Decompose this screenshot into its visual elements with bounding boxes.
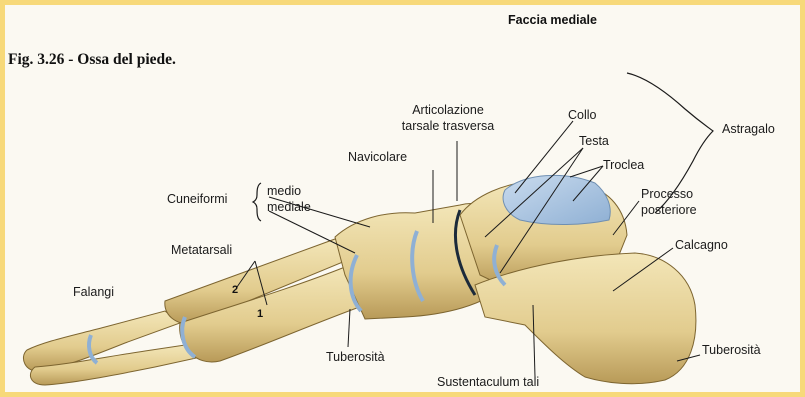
label-metatarsal-number-2: 2 <box>232 284 238 296</box>
label-metatarsal-number-1: 1 <box>257 308 263 320</box>
view-title: Faccia mediale <box>508 13 597 27</box>
figure-caption: Fig. 3.26 - Ossa del piede. <box>8 51 176 69</box>
label-collo: Collo <box>568 108 597 123</box>
label-tuberosita-navicolare: Tuberosità <box>326 350 385 365</box>
label-troclea: Troclea <box>603 158 644 173</box>
label-articolazione-line2: tarsale trasversa <box>388 119 508 134</box>
label-sustentaculum-tali: Sustentaculum tali <box>437 375 539 390</box>
cuneiformi-brace <box>253 183 261 221</box>
label-metatarsali: Metatarsali <box>171 243 232 258</box>
figure-panel: Faccia mediale Fig. 3.26 - Ossa del pied… <box>5 5 800 392</box>
trochlea-cartilage <box>503 175 610 224</box>
label-processo-line2: posteriore <box>641 203 697 218</box>
label-processo-line1: Processo <box>641 187 693 202</box>
label-cuneiformi: Cuneiformi <box>167 192 227 207</box>
label-falangi: Falangi <box>73 285 114 300</box>
label-testa: Testa <box>579 134 609 149</box>
label-articolazione-line1: Articolazione <box>393 103 503 118</box>
label-astragalo: Astragalo <box>722 122 775 137</box>
label-calcagno: Calcagno <box>675 238 728 253</box>
label-cuneiformi-medio: medio <box>267 184 301 199</box>
label-tuberosita-calcagno: Tuberosità <box>702 343 761 358</box>
label-cuneiformi-mediale: mediale <box>267 200 311 215</box>
label-navicolare: Navicolare <box>348 150 407 165</box>
